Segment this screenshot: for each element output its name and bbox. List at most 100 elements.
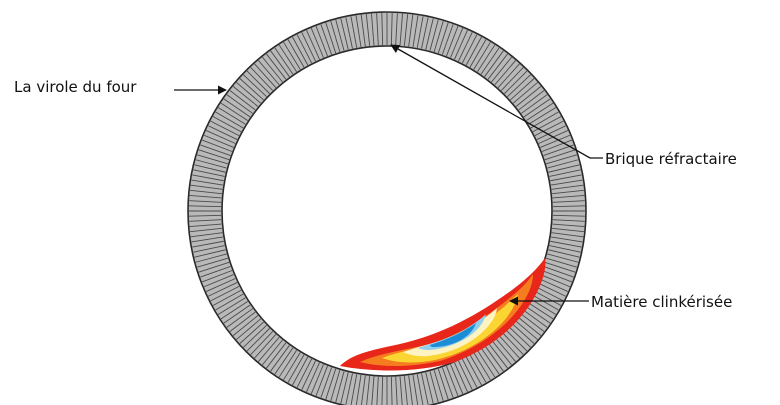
brick-joint-line [189,219,222,222]
brick-joint-line [189,200,222,203]
brick-joint-line [232,315,259,336]
brick-joint-line [473,41,491,70]
brick-joint-line [203,134,234,148]
brick-joint-line [469,354,487,383]
brick-joint-line [515,86,542,107]
brick-joint-line [458,32,473,62]
brick-joint-line [550,240,582,248]
brick-joint-line [195,159,227,169]
brick-joint-line [189,214,222,217]
brick-joint-line [189,205,222,208]
brick-joint-line [521,308,548,328]
brick-joint-line [274,47,294,75]
brick-joint-line [330,21,341,52]
brick-joint-line [243,324,267,348]
brick-joint-line [283,352,301,381]
brick-joint-line [550,236,583,243]
brick-joint-line [507,324,531,348]
brick-joint-line [473,352,491,381]
brick-joint-line [266,53,287,80]
brick-joint-line [201,139,233,152]
refractory-inner-edge [221,45,553,377]
brick-joint-lines [189,13,585,405]
brick-joint-line [250,331,274,355]
brick-joint-line [301,360,316,390]
brick-joint-line [544,149,576,161]
brick-joint-line [236,318,262,340]
brick-joint-line [518,90,545,111]
brick-joint-line [552,223,585,227]
brick-joint-line [507,74,531,98]
brick-joint-line [552,214,585,217]
brick-joint-line [534,285,564,302]
brick-joint-line [408,14,414,47]
brick-joint-line [262,56,283,83]
brick-joint-line [543,144,574,157]
brick-joint-line [254,334,277,359]
brick-joint-line [441,367,454,398]
brick-joint-line [266,342,287,369]
brick-joint-line [198,149,230,161]
brick-joint-line [465,36,482,66]
brick-joint-line [551,184,584,190]
brick-joint-line [250,67,274,91]
brick-joint-line [458,360,473,390]
brick-joint-line [441,24,454,55]
brick-joint-line [461,358,478,388]
brick-joint-line [340,372,349,404]
brick-joint-line [191,236,224,243]
brick-joint-line [283,41,301,70]
brick-joint-line [528,107,557,125]
clinker-core-blue [430,323,476,347]
brick-joint-line [433,370,444,401]
brick-joint-line [306,362,320,393]
brick-joint-line [536,282,566,297]
brick-joint-line [355,374,362,405]
brick-joint-line [193,245,225,253]
brick-joint-line [190,184,223,190]
brick-joint-line [292,356,309,386]
brick-joint-line [371,13,375,46]
brick-joint-line [254,63,277,88]
brick-joint-line [523,304,551,324]
brick-joint-line [371,376,375,405]
brick-joint-line [191,179,224,186]
brick-joint-line [446,25,459,57]
brick-joint-line [403,376,408,405]
brick-joint-line [381,376,384,405]
brick-joint-line [530,111,559,129]
brick-joint-line [315,365,328,397]
brick-joint-line [544,261,576,273]
brick-joint-line [421,373,429,405]
brick-joint-line [487,53,508,80]
brick-joint-line [399,376,403,405]
brick-joint-line [208,282,238,297]
brick-joint-line [480,47,500,75]
brick-joint-line [236,82,262,104]
brick-joint-line [550,174,582,182]
brick-joint-line [325,22,337,54]
brick-joint-line [500,331,524,355]
label-clinker-material: Matière clinkérisée [591,293,733,311]
brick-joint-line [525,301,554,320]
brick-joint-line [487,342,508,369]
brick-joint-line [494,336,516,362]
brick-joint-line [287,39,305,68]
brick-joint-line [381,13,384,46]
brick-joint-line [541,270,573,283]
brick-joint-line [390,376,393,405]
brick-joint-line [515,315,542,336]
brick-joint-line [350,374,358,405]
brick-joint-line [552,195,585,199]
brick-joint-line [212,116,242,133]
brick-joint-line [212,289,242,306]
brick-joint-line [258,60,280,86]
brick-joint-line [301,32,316,62]
brick-joint-line [201,270,233,283]
brick-joint-line [310,27,324,58]
brick-joint-line [190,227,222,233]
brick-joint-line [521,94,548,114]
brick-joint-line [552,219,585,222]
brick-joint-line [189,195,222,199]
brick-joint-line [429,19,439,51]
